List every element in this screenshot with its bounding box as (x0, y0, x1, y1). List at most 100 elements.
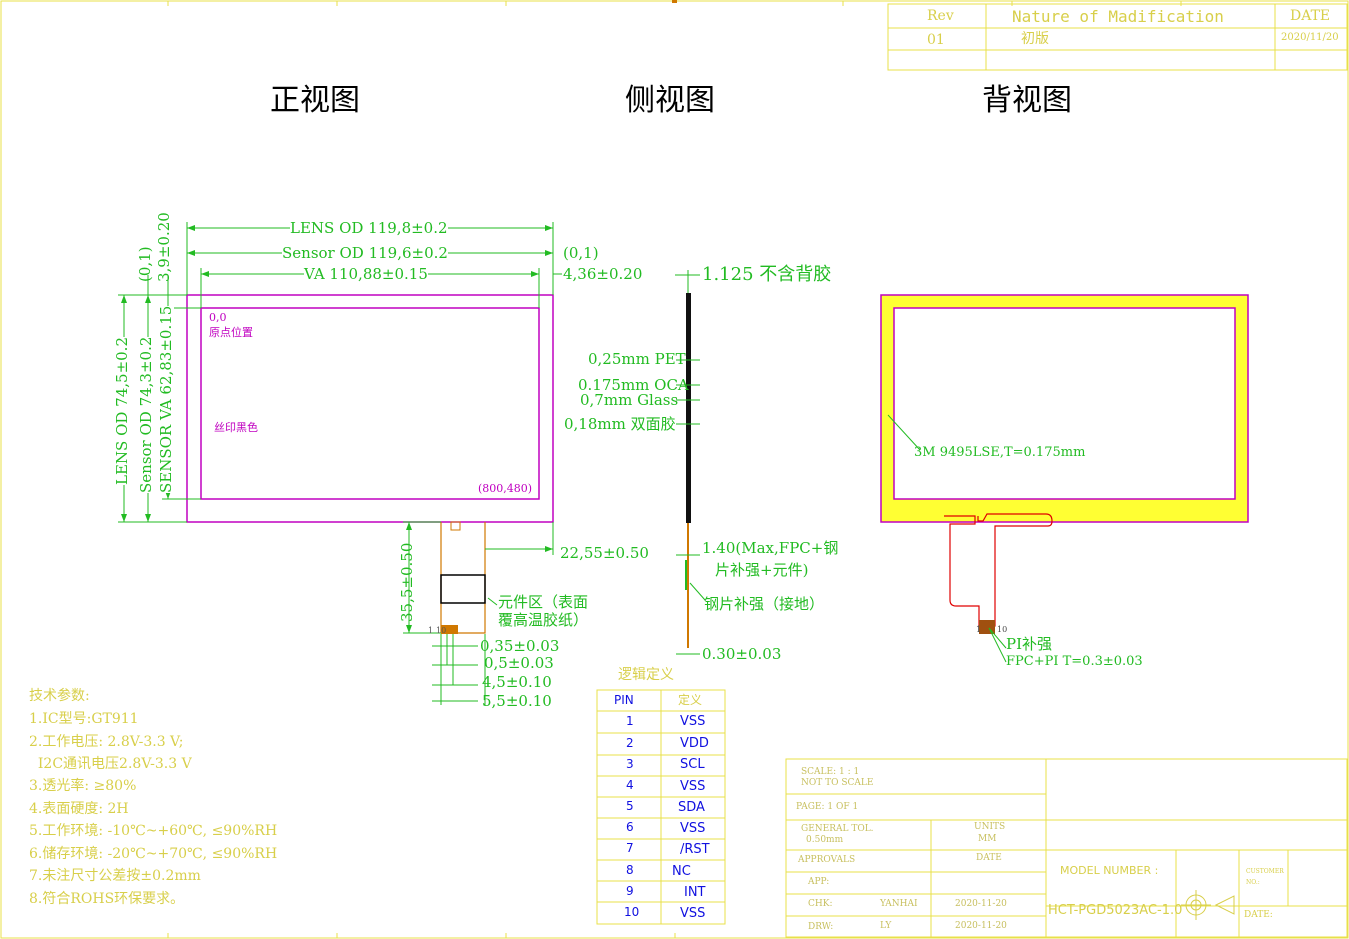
projection-symbol (1181, 890, 1235, 920)
dim-v-39: 3,9±0.20 (155, 212, 173, 282)
center-mark (672, 0, 677, 3)
tb-tol-val: 0.50mm (806, 835, 844, 845)
dim-va: VA 110,88±0.15 (304, 265, 428, 283)
pin-row-7-def: /RST (680, 842, 710, 857)
tb-date: DATE (976, 853, 1002, 863)
component-label-2: 覆高温胶纸） (498, 611, 589, 629)
pin-header: PIN (614, 693, 634, 707)
pin-row-5-def: SDA (678, 800, 705, 815)
pin-row-2-def: VDD (680, 736, 709, 751)
spec-title: 技术参数: (29, 688, 90, 704)
dim-v-sensor: Sensor OD 74,3±0.2 (137, 336, 155, 493)
pin-row-10-def: VSS (680, 906, 706, 921)
side-oca: 0.175mm OCA (578, 376, 689, 394)
back-fpc (944, 513, 1053, 627)
dim-pitch: 0,35±0.03 (480, 637, 560, 655)
pin-row-3-num: 3 (626, 757, 634, 771)
side-view (685, 293, 691, 648)
dim-v-lens: LENS OD 74,5±0.2 (113, 337, 131, 485)
def-header: 定义 (678, 693, 703, 707)
back-window (893, 307, 1236, 500)
component-area (440, 574, 486, 604)
dim-fpc-w: 5,5±0.10 (482, 692, 552, 710)
back-pin10: 10 (997, 625, 1008, 634)
pin-row-8-num: 8 (626, 863, 634, 877)
front-pin10: 10 (436, 626, 447, 635)
side-total: 1.125 不含背胶 (702, 264, 832, 285)
pin-table-title: 逻辑定义 (618, 667, 674, 683)
nature-value: 初版 (1021, 31, 1049, 47)
pin-row-9-num: 9 (626, 884, 634, 898)
pin-row-6-num: 6 (626, 820, 634, 834)
dim-fpc-offset: 22,55±0.50 (560, 544, 649, 562)
pin-table-grid (596, 689, 726, 925)
front-pin1: 1 (428, 626, 434, 635)
tb-drw-name: LY (880, 921, 892, 931)
tb-customer-2: NO.: (1246, 879, 1260, 886)
tb-chk: CHK: (808, 899, 833, 909)
fpc-front (440, 522, 486, 634)
dim-pin-span: 4,5±0.10 (482, 673, 552, 691)
tb-units-val: MM (978, 834, 997, 844)
revision-table-grid (887, 3, 1348, 71)
spec-line-9: 8.符合ROHS环保要求。 (29, 891, 185, 907)
tb-units: UNITS (974, 822, 1006, 832)
front-view-title: 正视图 (270, 83, 360, 118)
pin-row-4-def: VSS (680, 779, 706, 794)
origin-cn-label: 原点位置 (209, 326, 253, 339)
back-view-title: 背视图 (982, 83, 1072, 118)
front-view-outline (186, 294, 554, 634)
component-label: 元件区（表面 (498, 593, 589, 611)
tb-model-label: MODEL NUMBER : (1060, 864, 1159, 877)
back-pi-label: PI补强 (1006, 635, 1053, 653)
spec-line-4: 3.透光率: ≥80% (29, 778, 137, 794)
spec-line-2: 2.工作电压: 2.8V-3.3 V; (29, 734, 184, 750)
nature-header: Nature of Madification (1012, 7, 1224, 26)
back-fpc-pi-label: FPC+PI T=0.3±0.03 (1006, 654, 1143, 669)
spec-line-8: 7.未注尺寸公差按±0.2mm (29, 868, 201, 884)
spec-line-6: 5.工作环境: -10℃~+60℃, ≤90%RH (29, 823, 278, 839)
tb-page: PAGE: 1 OF 1 (796, 802, 859, 812)
side-fpc-2: 片补强+元件) (715, 561, 809, 579)
side-stiffener: 钢片补强（接地） (704, 595, 825, 613)
back-leaders (887, 414, 1007, 663)
pin-row-5-num: 5 (626, 799, 634, 813)
pin-row-1-def: VSS (680, 714, 706, 729)
side-glass: 0,7mm Glass (580, 391, 679, 409)
va-outline (200, 307, 540, 500)
resolution-label: (800,480) (478, 482, 533, 495)
tb-tol: GENERAL TOL. (801, 824, 874, 834)
pin-row-7-num: 7 (626, 841, 634, 855)
side-view-title: 侧视图 (625, 83, 715, 118)
side-tape: 0,18mm 双面胶 (564, 415, 676, 433)
frame-ticks (167, 1, 1182, 938)
silk-label: 丝印黑色 (214, 421, 258, 434)
tb-customer: CUSTOMER (1246, 868, 1284, 875)
rev-header: Rev (927, 8, 954, 24)
side-pet: 0,25mm PET (588, 350, 686, 368)
rev-value: 01 (927, 32, 945, 48)
stack-profile (686, 293, 691, 523)
pin-row-10-num: 10 (624, 905, 640, 919)
pin-row-2-num: 2 (626, 736, 634, 750)
pin-row-3-def: SCL (680, 757, 705, 772)
back-pin1: 1 (976, 625, 982, 634)
dim-lens-od: LENS OD 119,8±0.2 (290, 219, 448, 237)
date-value: 2020/11/20 (1281, 32, 1339, 43)
tb-not-scale: NOT TO SCALE (801, 778, 874, 788)
spec-line-5: 4.表面硬度: 2H (29, 801, 129, 817)
back-adhesive-label: 3M 9495LSE,T=0.175mm (914, 445, 1086, 460)
spec-line-1: 1.IC型号:GT911 (29, 711, 139, 727)
date-header: DATE (1290, 8, 1331, 24)
spec-line-7: 6.储存环境: -20℃~+70℃, ≤90%RH (29, 846, 278, 862)
fpc-pins-front (441, 625, 458, 634)
tb-chk-name: YANHAI (880, 899, 918, 909)
dim-offset-01: (0,1) (563, 244, 599, 262)
pin-row-8-def: NC (672, 864, 691, 879)
dim-fpc-length: 35,5±0.50 (398, 542, 416, 622)
front-arrows (121, 225, 553, 633)
dim-v-va: SENSOR VA 62,83±0.15 (157, 305, 175, 493)
side-dimension-lines (675, 270, 706, 655)
dim-pin-w: 0,5±0.03 (484, 654, 554, 672)
